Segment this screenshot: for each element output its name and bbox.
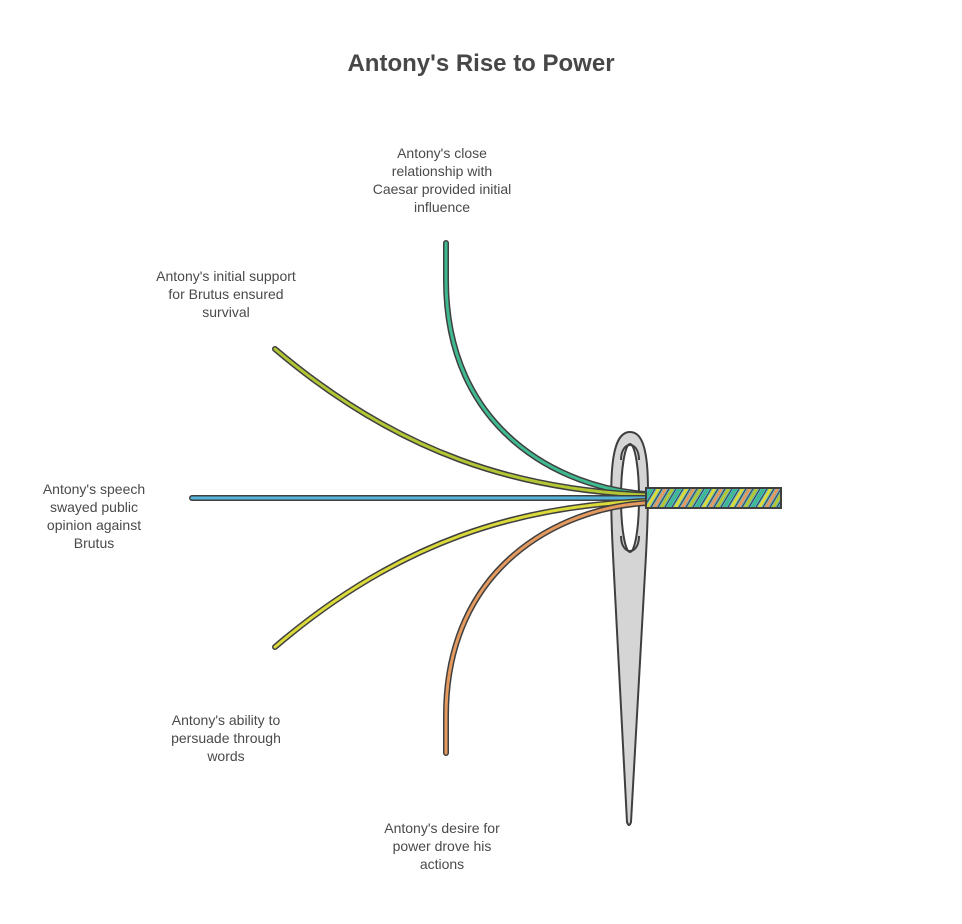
thread-bottom (443, 500, 649, 756)
diagram-title: Antony's Rise to Power (347, 50, 615, 77)
label-desire-for-power: Antony's desire for power drove his acti… (384, 820, 500, 872)
needle-eye-rim (620, 444, 640, 461)
label-initial-support: Antony's initial support for Brutus ensu… (156, 268, 296, 320)
thread-lower (272, 498, 649, 650)
thread-bottom-color (444, 501, 648, 755)
thread-upper (272, 346, 649, 498)
thread-lower-color (273, 499, 648, 649)
label-speech: Antony's speech swayed public opinion ag… (42, 481, 146, 551)
thread-top-color (444, 241, 648, 496)
label-persuasion: Antony's ability to persuade through wor… (171, 712, 281, 764)
twisted-rope (645, 487, 782, 509)
thread-top (443, 240, 649, 497)
needle-body (610, 431, 650, 826)
label-close-relationship: Antony's close relationship with Caesar … (372, 145, 512, 215)
thread-upper-color (273, 347, 648, 497)
